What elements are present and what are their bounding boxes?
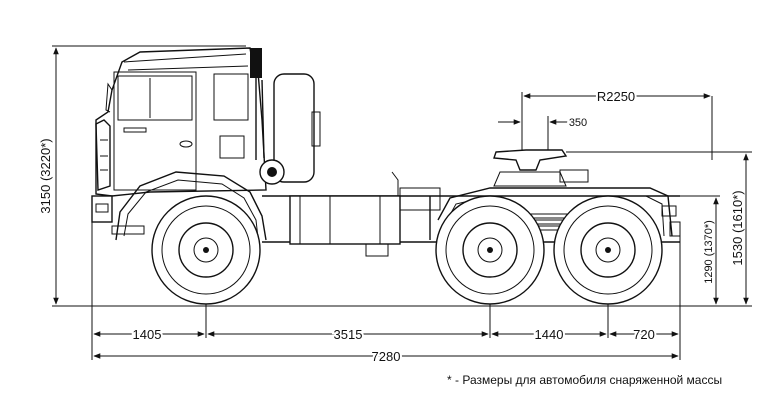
label-swing-radius: R2250	[597, 89, 635, 104]
label-overall-height: 3150 (3220*)	[38, 138, 53, 213]
label-frame-height: 1290 (1370*)	[703, 220, 715, 284]
label-rear-overhang: 720	[633, 327, 655, 342]
front-wheel	[151, 195, 261, 305]
label-fifth-wheel-height: 1530 (1610*)	[730, 190, 745, 265]
label-front-overhang: 1405	[133, 327, 162, 342]
fifth-wheel-coupling	[493, 149, 568, 171]
air-intake-snorkel	[250, 48, 262, 78]
footnote: * - Размеры для автомобиля снаряженной м…	[447, 373, 723, 387]
label-kingpin-offset: 350	[569, 117, 587, 129]
extension-lines	[52, 45, 752, 360]
rear-wheel-2	[553, 195, 663, 305]
label-overall-length: 7280	[372, 349, 401, 364]
rear-wheel-1	[435, 195, 545, 305]
label-wheelbase: 3515	[334, 327, 363, 342]
label-rear-axle-spacing: 1440	[535, 327, 564, 342]
